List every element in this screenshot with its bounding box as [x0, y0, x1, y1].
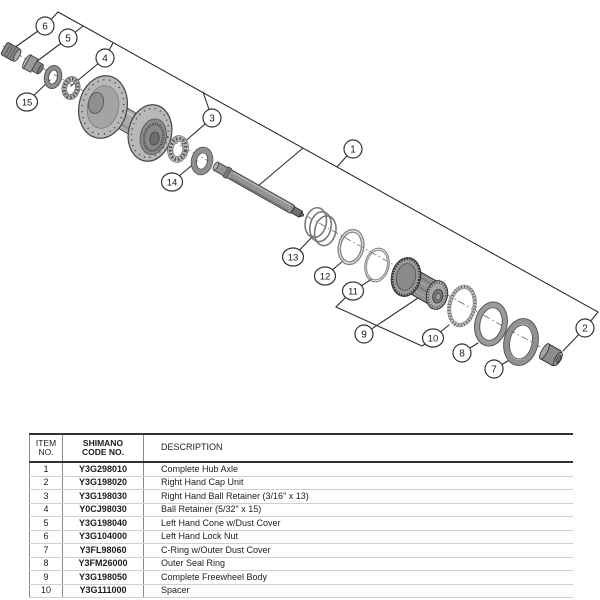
svg-text:14: 14 — [167, 177, 178, 188]
svg-text:3: 3 — [209, 114, 215, 125]
cell-item-no: 7 — [29, 543, 63, 558]
part-seal-ring-left — [43, 65, 63, 89]
parts-table-header: ITEM NO. SHIMANO CODE NO. DESCRIPTION — [29, 434, 573, 463]
cell-shimano-code: Y3FM26000 — [62, 557, 144, 571]
callout-11: 11 — [341, 281, 365, 301]
callout-5: 5 — [58, 28, 78, 48]
svg-text:10: 10 — [428, 333, 439, 344]
part-c-ring-dust-cover — [503, 318, 539, 366]
cell-item-no: 4 — [29, 503, 63, 517]
callout-3: 3 — [202, 108, 222, 128]
callout-8: 8 — [452, 343, 472, 363]
header-description: DESCRIPTION — [143, 434, 573, 463]
cell-item-no: 9 — [29, 570, 63, 585]
part-coil-rings — [304, 206, 337, 247]
cell-item-no: 10 — [29, 584, 63, 598]
svg-text:13: 13 — [288, 252, 299, 263]
part-right-hand-cap — [539, 343, 563, 367]
cell-shimano-code: Y3G104000 — [62, 530, 144, 544]
callout-4: 4 — [95, 48, 115, 68]
cell-item-no: 3 — [29, 489, 63, 504]
svg-text:7: 7 — [491, 365, 497, 376]
svg-text:8: 8 — [459, 349, 465, 360]
svg-text:5: 5 — [65, 34, 71, 45]
cell-shimano-code: Y3G198030 — [62, 489, 144, 504]
header-item-no: ITEM NO. — [29, 434, 63, 463]
part-outer-seal-ring — [474, 301, 508, 347]
cell-shimano-code: Y3G111000 — [62, 584, 144, 598]
svg-text:2: 2 — [582, 324, 588, 335]
svg-text:11: 11 — [348, 286, 358, 297]
cell-description: Left Hand Lock Nut — [143, 530, 573, 544]
cell-description: Complete Hub Axle — [143, 462, 573, 477]
part-seal-ring-right — [190, 146, 214, 176]
part-serrated-ring — [447, 284, 477, 328]
svg-text:12: 12 — [320, 271, 331, 282]
svg-text:9: 9 — [361, 330, 367, 341]
svg-text:15: 15 — [22, 97, 33, 108]
cell-description: Complete Freewheel Body — [143, 570, 573, 585]
callout-15: 15 — [15, 92, 39, 112]
cell-description: Right Hand Ball Retainer (3/16" x 13) — [143, 489, 573, 504]
cell-item-no: 6 — [29, 530, 63, 544]
callout-1: 1 — [343, 139, 363, 159]
cell-description: C-Ring w/Outer Dust Cover — [143, 543, 573, 558]
callout-9: 9 — [354, 324, 374, 344]
cell-shimano-code: Y3G198040 — [62, 516, 144, 531]
cell-item-no: 2 — [29, 476, 63, 490]
cell-shimano-code: Y3G298010 — [62, 462, 144, 477]
svg-text:4: 4 — [102, 54, 108, 65]
part-ball-retainer-left — [61, 76, 81, 100]
cell-item-no: 5 — [29, 516, 63, 531]
callout-2: 2 — [575, 318, 595, 338]
part-ball-retainer-right — [167, 135, 189, 163]
exploded-diagram: 1 2 3 4 5 6 7 8 9 10 11 12 13 14 15 — [0, 11, 599, 379]
part-hub-axle — [212, 161, 305, 218]
part-freewheel-body — [390, 257, 449, 310]
callout-14: 14 — [160, 172, 184, 192]
callout-10: 10 — [421, 328, 445, 348]
cell-shimano-code: Y3FL98060 — [62, 543, 144, 558]
cell-description: Left Hand Cone w/Dust Cover — [143, 516, 573, 531]
svg-text:1: 1 — [350, 145, 356, 156]
part-lock-nut — [0, 42, 22, 62]
cell-shimano-code: Y3G198020 — [62, 476, 144, 490]
part-hub-shell — [78, 75, 173, 162]
callout-12: 12 — [313, 266, 337, 286]
cell-shimano-code: Y3G198050 — [62, 570, 144, 585]
cell-description: Spacer — [143, 584, 573, 598]
callout-13: 13 — [281, 247, 305, 267]
cell-item-no: 8 — [29, 557, 63, 571]
cell-description: Right Hand Cap Unit — [143, 476, 573, 490]
callout-7: 7 — [484, 359, 504, 379]
part-thin-ring — [364, 247, 390, 283]
cell-description: Outer Seal Ring — [143, 557, 573, 571]
part-double-ring — [337, 228, 365, 266]
header-shimano-code: SHIMANO CODE NO. — [62, 434, 144, 463]
cell-shimano-code: Y0CJ98030 — [62, 503, 144, 517]
svg-text:6: 6 — [42, 22, 48, 33]
part-cone-dust-cover — [22, 54, 44, 75]
callout-6: 6 — [35, 16, 55, 36]
cell-item-no: 1 — [29, 462, 63, 477]
cell-description: Ball Retainer (5/32" x 15) — [143, 503, 573, 517]
